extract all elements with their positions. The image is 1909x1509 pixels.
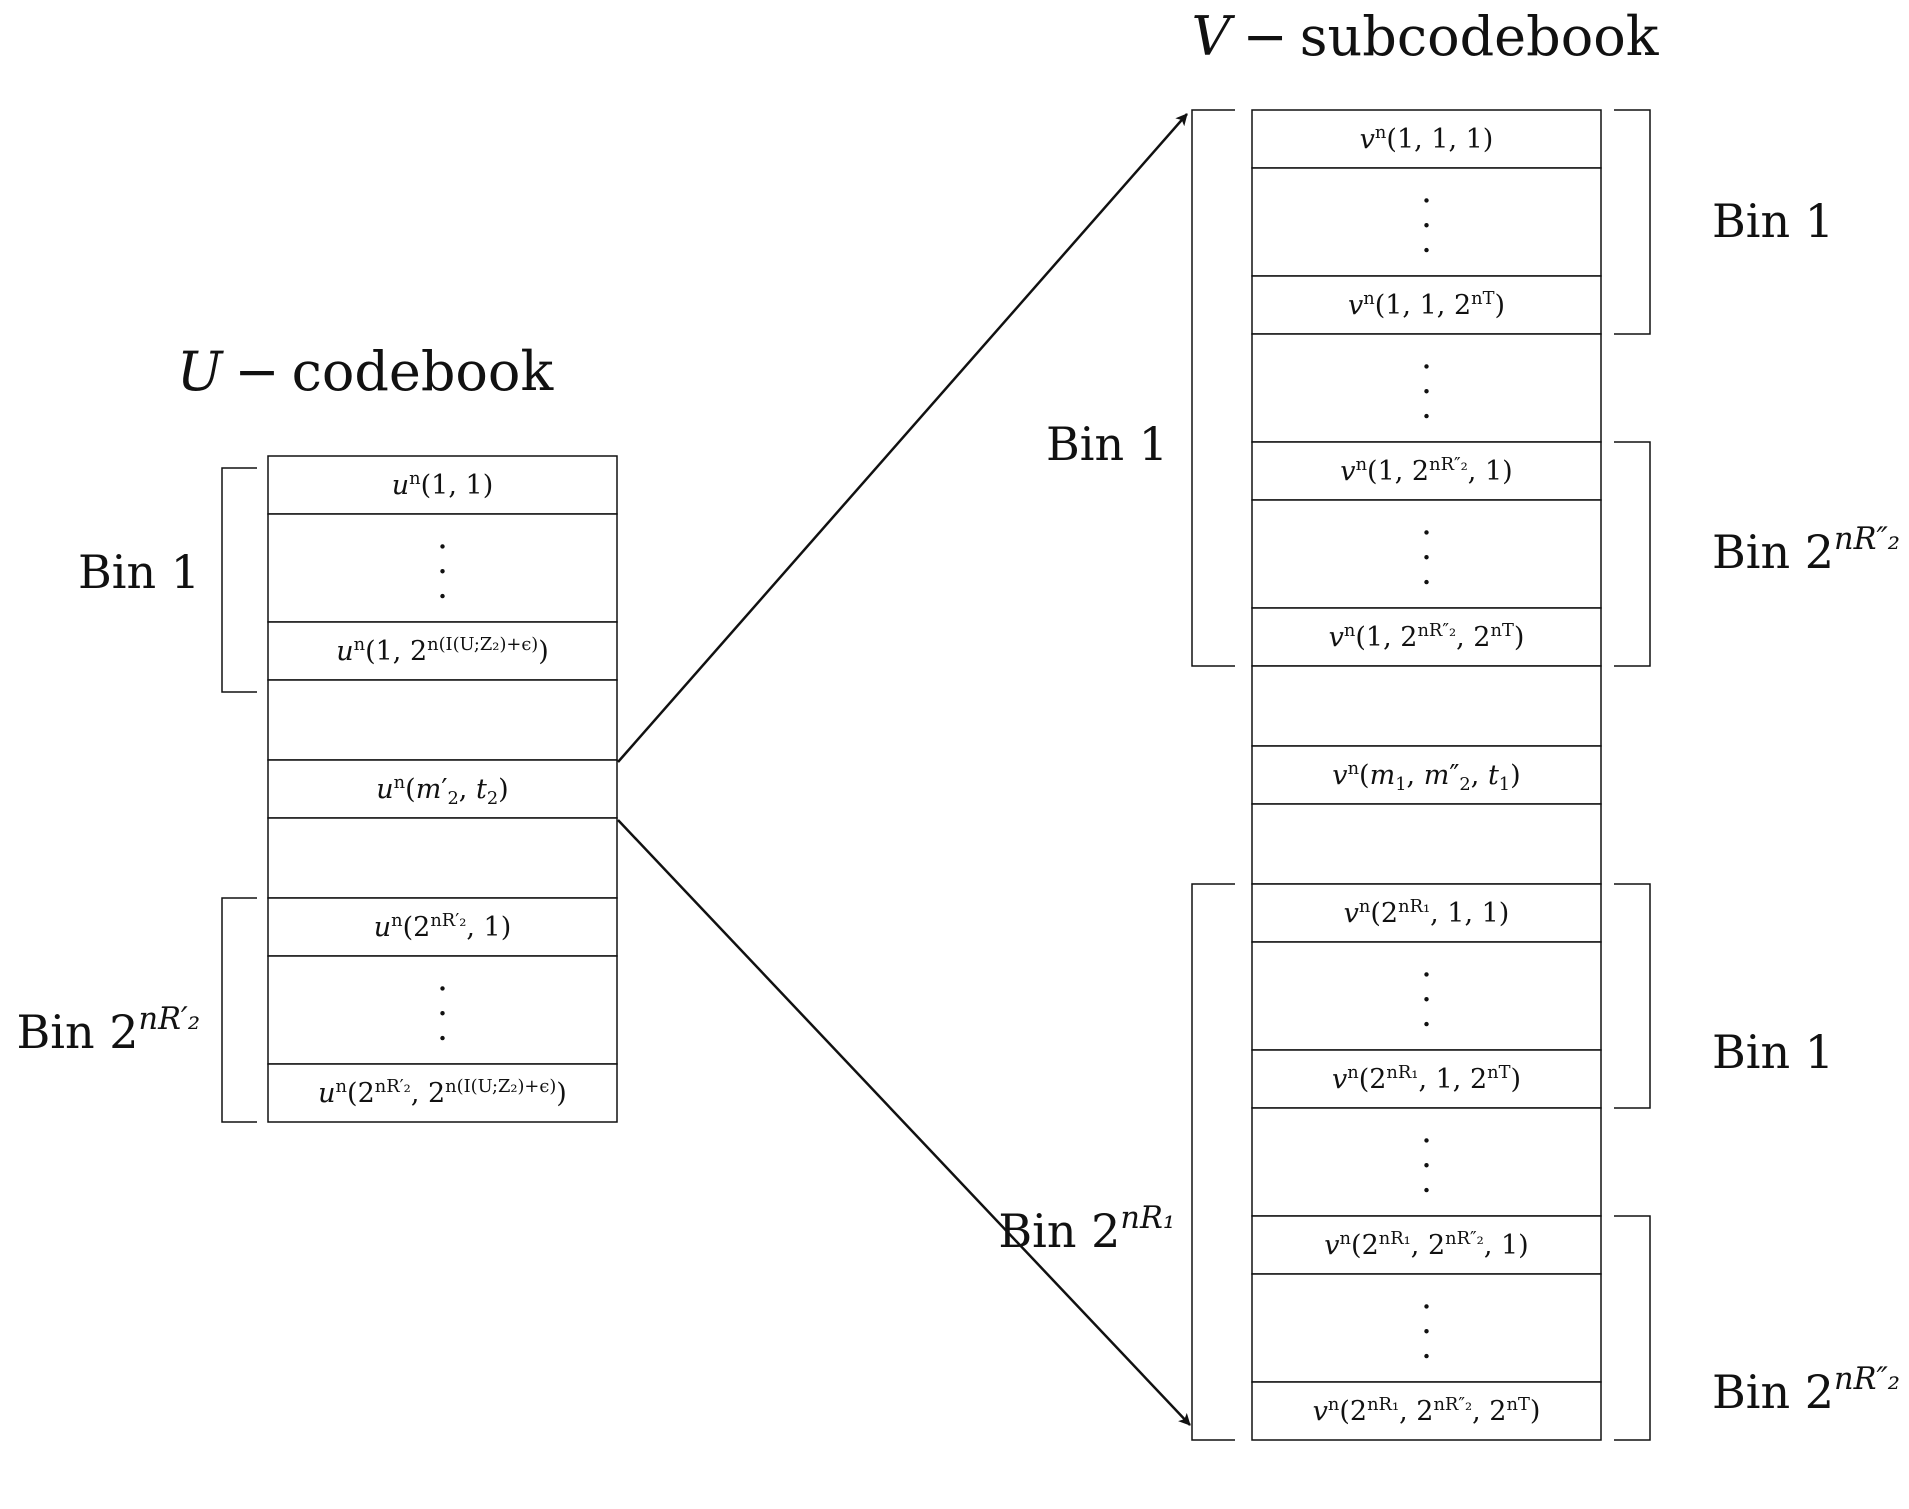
ellipsis-dot <box>1424 579 1429 585</box>
bin-label: Bin 1 <box>78 545 200 599</box>
ellipsis-dot <box>1424 997 1429 1002</box>
v-subcodebook-table: vn(1, 1, 1) vn(1, 1, 2nT) vn(1, 2nR″₂, 1) v… <box>1251 109 1602 1441</box>
gap-row <box>1251 803 1602 885</box>
ellipsis-dot <box>1424 972 1429 977</box>
codeword-row <box>1251 109 1602 169</box>
codeword-label: un(m′2, t2) <box>376 772 508 809</box>
ellipsis-row <box>1251 941 1602 1051</box>
codeword-row <box>1251 1049 1602 1109</box>
ellipsis-dot <box>440 569 445 574</box>
bin-bracket <box>1614 109 1651 335</box>
ellipsis-dot <box>440 593 445 599</box>
codeword-row <box>1251 883 1602 943</box>
ellipsis-dot <box>440 986 445 991</box>
codeword-row <box>267 621 618 681</box>
gap-row <box>267 817 618 899</box>
bin-label: Bin 2nR₁ <box>998 1201 1175 1258</box>
ellipsis-row <box>267 955 618 1065</box>
bin-label: Bin 1 <box>1712 194 1834 248</box>
arrow-to-v-top <box>617 113 1188 763</box>
ellipsis-dot <box>1424 247 1429 253</box>
bin-bracket <box>1191 883 1235 1441</box>
arrow-to-v-bottom <box>617 819 1191 1426</box>
ellipsis-dot <box>1424 413 1429 419</box>
codeword-label: vn(1, 1, 2nT) <box>1348 288 1505 321</box>
gap-row <box>1251 665 1602 747</box>
ellipsis-dot <box>1424 1353 1429 1359</box>
ellipsis-row <box>267 513 618 623</box>
codeword-label: vn(1, 2nR″₂, 1) <box>1340 454 1512 487</box>
ellipsis-dot <box>1424 1021 1429 1027</box>
bin-label: Bin 2nR′₂ <box>16 1002 200 1059</box>
ellipsis-row <box>1251 1107 1602 1217</box>
ellipsis-row <box>1251 333 1602 443</box>
bin-label: Bin 1 <box>1046 417 1168 471</box>
codeword-label: un(1, 2n(I(U;Z₂)+ϵ)) <box>336 634 549 667</box>
codeword-row <box>267 455 618 515</box>
ellipsis-dot <box>1424 1187 1429 1193</box>
bin-bracket <box>1614 1215 1651 1441</box>
codeword-label: un(1, 1) <box>392 468 493 501</box>
codeword-label: vn(2nR₁, 1, 1) <box>1344 896 1510 929</box>
ellipsis-dot <box>1424 389 1429 394</box>
ellipsis-dot <box>1424 555 1429 560</box>
bin-brackets <box>221 109 1651 1441</box>
ellipsis-row <box>1251 1273 1602 1383</box>
codeword-row <box>1251 275 1602 335</box>
bin-bracket <box>221 897 257 1123</box>
codeword-label: vn(2nR₁, 2nR″₂, 2nT) <box>1313 1394 1541 1427</box>
codeword-label: un(2nR′₂, 2n(I(U;Z₂)+ϵ)) <box>318 1076 567 1109</box>
ellipsis-row <box>1251 167 1602 277</box>
codeword-row <box>267 759 618 819</box>
codeword-row <box>267 897 618 957</box>
codeword-row <box>267 1063 618 1123</box>
codeword-row <box>1251 1215 1602 1275</box>
ellipsis-dot <box>1424 223 1429 228</box>
u-codebook-table: un(1, 1) un(1, 2n(I(U;Z₂)+ϵ)) un(m′2, t2) u… <box>267 455 618 1123</box>
bin-label: Bin 2nR″₂ <box>1712 1362 1900 1419</box>
ellipsis-dot <box>1424 1163 1429 1168</box>
v-subcodebook-title: V−subcodebook <box>1192 5 1660 68</box>
codeword-label: un(2nR′₂, 1) <box>374 910 512 943</box>
ellipsis-dot <box>1424 530 1429 535</box>
codeword-row <box>1251 607 1602 667</box>
bin-label: Bin 2nR″₂ <box>1712 522 1900 579</box>
codeword-label: vn(1, 1, 1) <box>1360 122 1494 155</box>
ellipsis-row <box>1251 499 1602 609</box>
bin-bracket <box>1614 883 1651 1109</box>
ellipsis-dot <box>440 1035 445 1041</box>
codeword-label: vn(2nR₁, 1, 2nT) <box>1332 1062 1521 1095</box>
bin-bracket <box>1191 109 1235 667</box>
u-codebook-title: U−codebook <box>177 340 555 403</box>
codeword-label: vn(2nR₁, 2nR″₂, 1) <box>1324 1228 1528 1261</box>
bin-label: Bin 1 <box>1712 1025 1834 1079</box>
codeword-label: vn(m1, m″2, t1) <box>1332 758 1520 795</box>
ellipsis-dot <box>440 544 445 549</box>
codeword-row <box>1251 1381 1602 1441</box>
ellipsis-dot <box>1424 1304 1429 1309</box>
ellipsis-dot <box>440 1011 445 1016</box>
codeword-row <box>1251 745 1602 805</box>
bin-bracket <box>221 467 257 693</box>
ellipsis-dot <box>1424 1329 1429 1334</box>
bin-labels: Bin 1 Bin 2nR′₂ Bin 1 Bin 2nR₁ Bin 1 Bin 2nR″… <box>16 194 1899 1419</box>
ellipsis-dot <box>1424 364 1429 369</box>
gap-row <box>267 679 618 761</box>
bin-bracket <box>1614 441 1651 667</box>
ellipsis-dot <box>1424 198 1429 203</box>
codeword-label: vn(1, 2nR″₂, 2nT) <box>1329 620 1525 653</box>
ellipsis-dot <box>1424 1138 1429 1143</box>
